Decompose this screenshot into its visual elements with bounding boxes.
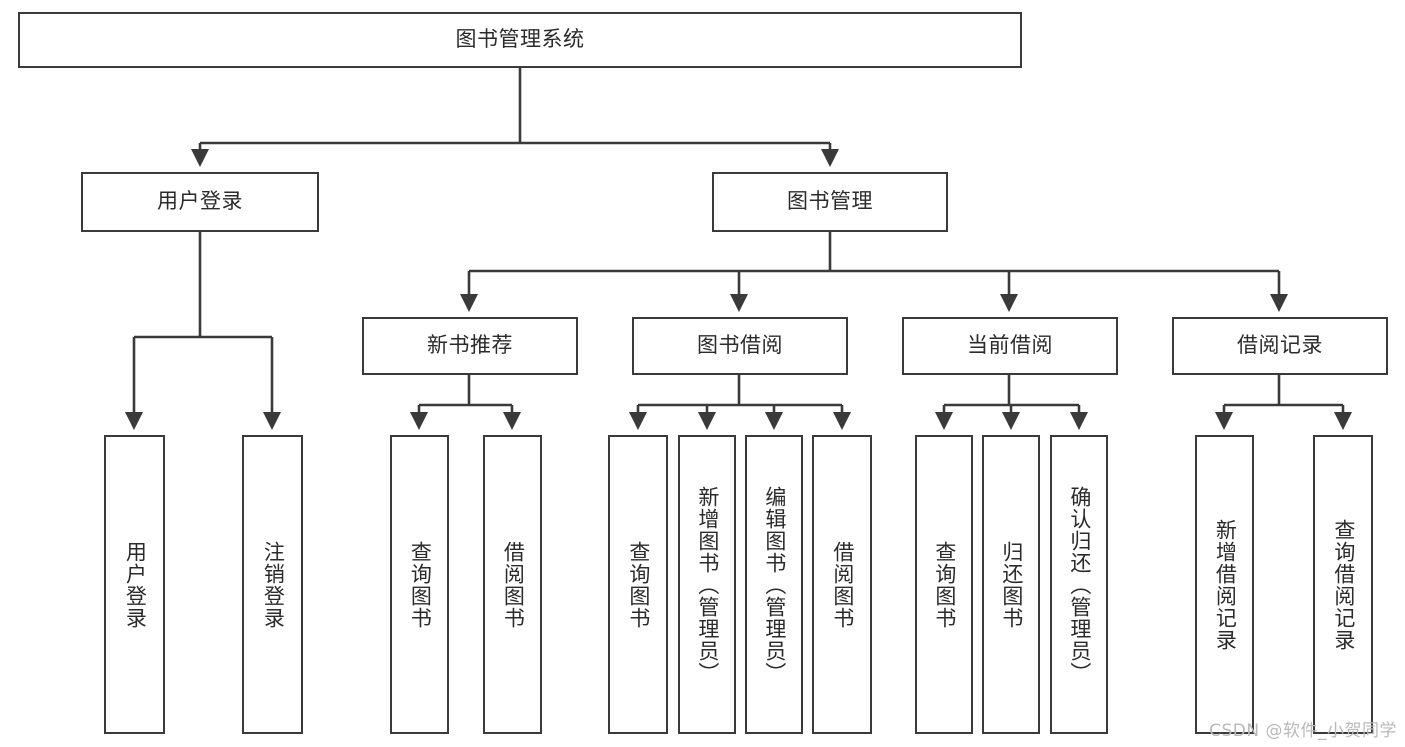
leaf-node[interactable]: 借阅图书 bbox=[483, 435, 542, 734]
leaf-node-label: 注销登录 bbox=[261, 540, 286, 629]
leaf-node-label: 查询图书 bbox=[932, 540, 957, 629]
node-current-borrow[interactable]: 当前借阅 bbox=[902, 317, 1118, 375]
node-book-management[interactable]: 图书管理 bbox=[712, 172, 948, 232]
node-book-management-label: 图书管理 bbox=[787, 189, 873, 214]
leaf-node[interactable]: 编辑图书（管理员） bbox=[745, 435, 803, 734]
node-root-system[interactable]: 图书管理系统 bbox=[18, 12, 1022, 68]
leaf-node-label: 借阅图书 bbox=[501, 540, 526, 629]
leaf-node[interactable]: 注销登录 bbox=[242, 435, 303, 734]
leaf-node-label: 借阅图书 bbox=[830, 540, 855, 629]
node-current-borrow-label: 当前借阅 bbox=[967, 333, 1053, 358]
leaf-node-label: 归还图书 bbox=[999, 540, 1024, 629]
leaf-node[interactable]: 用户登录 bbox=[104, 435, 165, 734]
leaf-node-label: 用户登录 bbox=[123, 540, 148, 629]
leaf-node[interactable]: 新增借阅记录 bbox=[1195, 435, 1254, 734]
leaf-node-label: 新增借阅记录 bbox=[1213, 518, 1238, 651]
leaf-node[interactable]: 查询借阅记录 bbox=[1313, 435, 1373, 734]
node-new-book-recommend[interactable]: 新书推荐 bbox=[362, 317, 578, 375]
node-user-login-label: 用户登录 bbox=[157, 189, 243, 214]
node-borrow-records[interactable]: 借阅记录 bbox=[1172, 317, 1388, 375]
leaf-node-label: 新增图书（管理员） bbox=[695, 485, 720, 684]
leaf-node[interactable]: 归还图书 bbox=[982, 435, 1040, 734]
leaf-node[interactable]: 借阅图书 bbox=[812, 435, 872, 734]
node-user-login[interactable]: 用户登录 bbox=[81, 172, 319, 232]
leaf-node[interactable]: 确认归还（管理员） bbox=[1050, 435, 1108, 734]
leaf-node[interactable]: 新增图书（管理员） bbox=[678, 435, 736, 734]
leaf-node[interactable]: 查询图书 bbox=[608, 435, 668, 734]
node-new-book-recommend-label: 新书推荐 bbox=[427, 333, 513, 358]
leaf-node-label: 编辑图书（管理员） bbox=[762, 485, 787, 684]
leaf-node[interactable]: 查询图书 bbox=[915, 435, 973, 734]
leaf-node-label: 查询图书 bbox=[408, 540, 433, 629]
leaf-node-label: 查询图书 bbox=[626, 540, 651, 629]
leaf-node-label: 查询借阅记录 bbox=[1331, 518, 1356, 651]
node-root-label: 图书管理系统 bbox=[455, 27, 585, 52]
leaf-node-label: 确认归还（管理员） bbox=[1067, 485, 1092, 684]
watermark-text: CSDN @软件_小贺同学 bbox=[1209, 721, 1397, 741]
node-book-borrow-label: 图书借阅 bbox=[697, 333, 783, 358]
leaf-node[interactable]: 查询图书 bbox=[390, 435, 449, 734]
node-book-borrow[interactable]: 图书借阅 bbox=[632, 317, 848, 375]
node-borrow-records-label: 借阅记录 bbox=[1237, 333, 1323, 358]
